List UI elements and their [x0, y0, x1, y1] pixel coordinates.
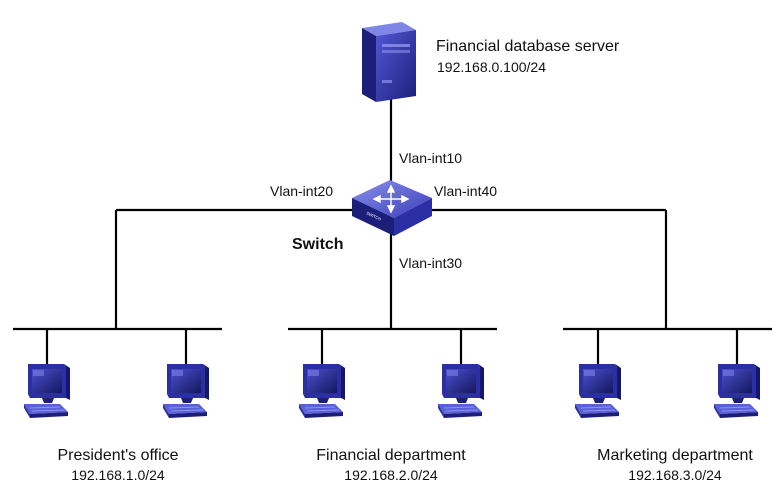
pc-icon [299, 364, 345, 418]
dept-name-financial: Financial department [316, 447, 466, 464]
switch-icon: SWITCH [352, 180, 432, 236]
pc-group-financial [299, 364, 484, 418]
dept-subnet-president: 192.168.1.0/24 [71, 467, 165, 483]
pc-icon [714, 364, 760, 418]
vlan10-label: Vlan-int10 [399, 150, 462, 166]
dept-subnet-financial: 192.168.2.0/24 [344, 467, 438, 483]
pc-icon [163, 364, 209, 418]
switch-icon-text: SWITCH [366, 210, 383, 221]
pc-icon [24, 364, 70, 418]
dept-subnet-marketing: 192.168.3.0/24 [628, 467, 722, 483]
vlan30-label: Vlan-int30 [399, 255, 462, 271]
vlan40-label: Vlan-int40 [434, 183, 497, 199]
pc-group-president [24, 364, 209, 418]
pc-group-marketing [575, 364, 760, 418]
pc-icon [438, 364, 484, 418]
dept-name-president: President's office [57, 447, 178, 464]
pc-icon [575, 364, 621, 418]
links [13, 98, 772, 368]
dept-name-marketing: Marketing department [597, 447, 753, 464]
switch-label: Switch [292, 236, 344, 253]
server-icon [362, 22, 416, 102]
server-name: Financial database server [436, 38, 620, 55]
vlan20-label: Vlan-int20 [270, 183, 333, 199]
server-ip: 192.168.0.100/24 [437, 59, 546, 75]
